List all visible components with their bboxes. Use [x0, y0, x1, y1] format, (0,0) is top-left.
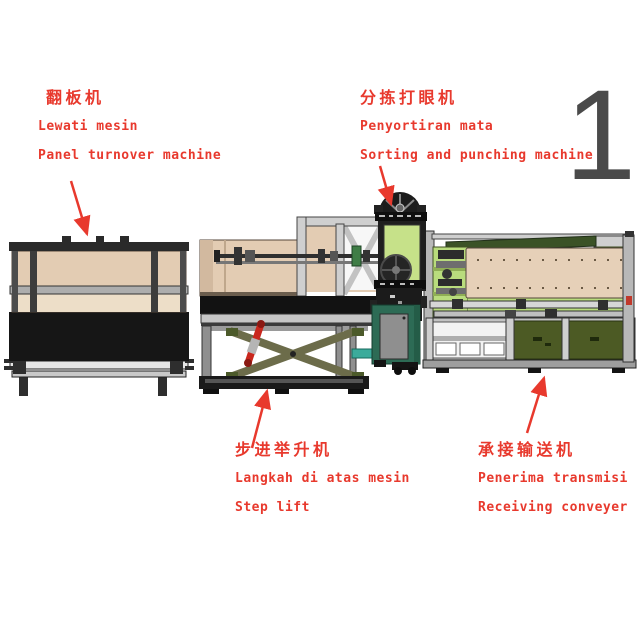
page-number: 1 [564, 64, 637, 207]
feed-rods [214, 245, 388, 267]
sorting-punching-machine [370, 192, 427, 375]
turnover-black-panel [9, 312, 189, 361]
label-panel-turnover: 翻板机 Lewati mesin Panel turnover machine [38, 88, 221, 177]
pointer-arrows [69, 165, 548, 449]
label-panel-turnover-en: Panel turnover machine [38, 148, 222, 163]
red-fitting [626, 296, 632, 305]
label-sorting-punching-zh: 分拣打眼机 [360, 88, 458, 107]
arrow-to-step-lift [250, 388, 272, 449]
green-valve [351, 245, 362, 267]
label-receiving-conveyor: 承接输送机 Penerima transmisi Receiving conve… [478, 440, 628, 529]
label-step-lift-zh: 步进举升机 [235, 440, 333, 459]
label-sorting-punching-ms: Penyortiran mata [360, 119, 494, 134]
panel-stack [199, 239, 303, 297]
label-step-lift-en: Step lift [235, 500, 310, 515]
label-step-lift: 步进举升机 Langkah di atas mesin Step lift [235, 440, 410, 529]
label-sorting-punching: 分拣打眼机 Penyortiran mata Sorting and punch… [360, 88, 593, 177]
label-panel-turnover-zh: 翻板机 [46, 88, 105, 107]
label-step-lift-ms: Langkah di atas mesin [235, 471, 410, 486]
label-sorting-punching-en: Sorting and punching machine [360, 148, 594, 163]
label-receiving-conveyor-en: Receiving conveyer [478, 500, 628, 515]
arrow-to-sorting-machine [377, 165, 395, 207]
turnover-top-rail [9, 242, 189, 251]
label-panel-turnover-ms: Lewati mesin [38, 119, 138, 134]
arrow-to-panel-turnover [69, 180, 91, 237]
panel-turnover-machine [4, 236, 194, 396]
step-lift-machine [199, 320, 385, 394]
tower-cabinet-door [379, 313, 409, 360]
arrow-to-receiving-conveyor [525, 375, 548, 434]
label-receiving-conveyor-ms: Penerima transmisi [478, 471, 628, 486]
label-receiving-conveyor-zh: 承接输送机 [478, 440, 576, 459]
lift-platform [200, 296, 377, 326]
receiving-conveyor-machine [422, 230, 637, 373]
conveyor-board-panel [465, 247, 627, 299]
